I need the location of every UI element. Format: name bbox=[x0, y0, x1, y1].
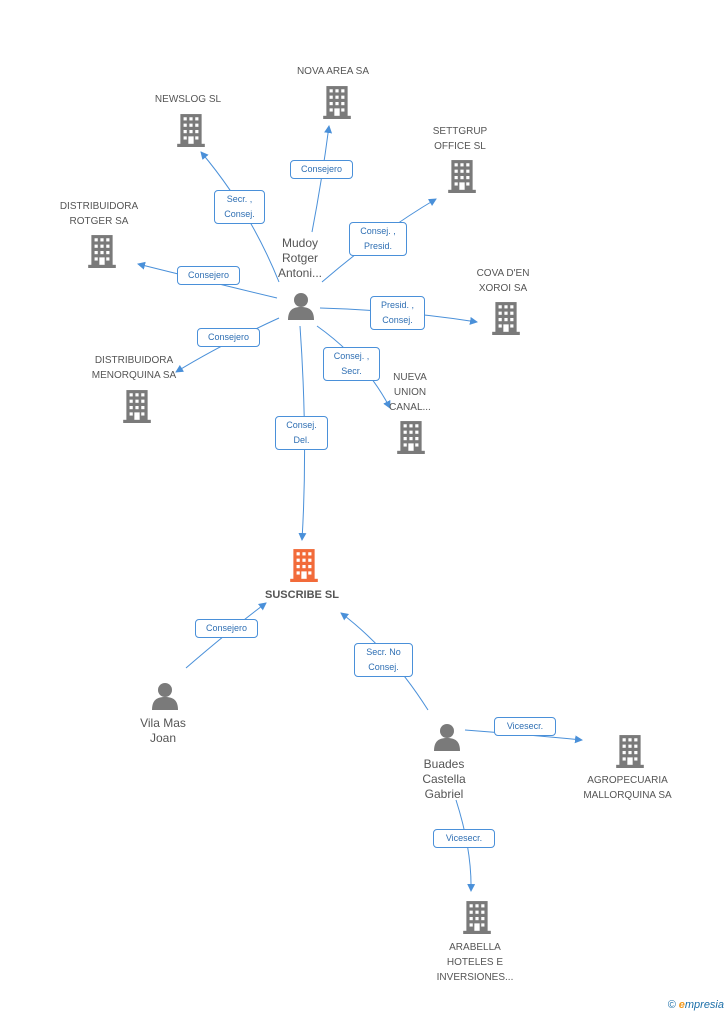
brand-name: mpresia bbox=[684, 999, 724, 1011]
edge-label-settgrup: Consej. ,Presid. bbox=[349, 222, 407, 256]
edge-label-newslog: Secr. ,Consej. bbox=[214, 190, 265, 224]
copyright-icon: © bbox=[667, 999, 676, 1011]
edge-label-vila: Consejero bbox=[195, 619, 258, 638]
agropecuaria-building-icon[interactable] bbox=[616, 734, 644, 768]
edge-nova-area bbox=[311, 125, 333, 233]
rotger-building-icon[interactable] bbox=[88, 234, 116, 268]
edge-label-suscribe: Consej.Del. bbox=[275, 416, 328, 450]
edge-label-rotger: Consejero bbox=[177, 266, 240, 285]
nova-area-building-icon[interactable] bbox=[323, 85, 351, 119]
node-label-nova-area[interactable]: NOVA AREA SA bbox=[296, 66, 370, 77]
newslog-building-icon[interactable] bbox=[177, 113, 205, 147]
mudoy-person-icon[interactable] bbox=[287, 292, 315, 320]
arabella-building-icon[interactable] bbox=[463, 900, 491, 934]
edge-label-agropecuaria: Vicesecr. bbox=[494, 717, 556, 736]
edge-label-nueva-union: Consej. ,Secr. bbox=[323, 347, 380, 381]
edge-label-cova: Presid. ,Consej. bbox=[370, 296, 425, 330]
brand-e: e bbox=[678, 999, 685, 1011]
edge-label-menorquina: Consejero bbox=[197, 328, 260, 347]
edge-label-nova-area: Consejero bbox=[290, 160, 353, 179]
nueva-union-building-icon[interactable] bbox=[397, 420, 425, 454]
settgrup-building-icon[interactable] bbox=[448, 159, 476, 193]
node-label-suscribe[interactable]: SUSCRIBE SL bbox=[265, 589, 339, 601]
vila-person-icon[interactable] bbox=[151, 682, 179, 710]
suscribe-building-icon[interactable] bbox=[290, 548, 318, 582]
brand-logo: © empresia bbox=[668, 999, 724, 1011]
edge-label-arabella: Vicesecr. bbox=[433, 829, 495, 848]
node-label-newslog[interactable]: NEWSLOG SL bbox=[154, 94, 222, 105]
cova-building-icon[interactable] bbox=[492, 301, 520, 335]
menorquina-building-icon[interactable] bbox=[123, 389, 151, 423]
buades-person-icon[interactable] bbox=[433, 723, 461, 751]
